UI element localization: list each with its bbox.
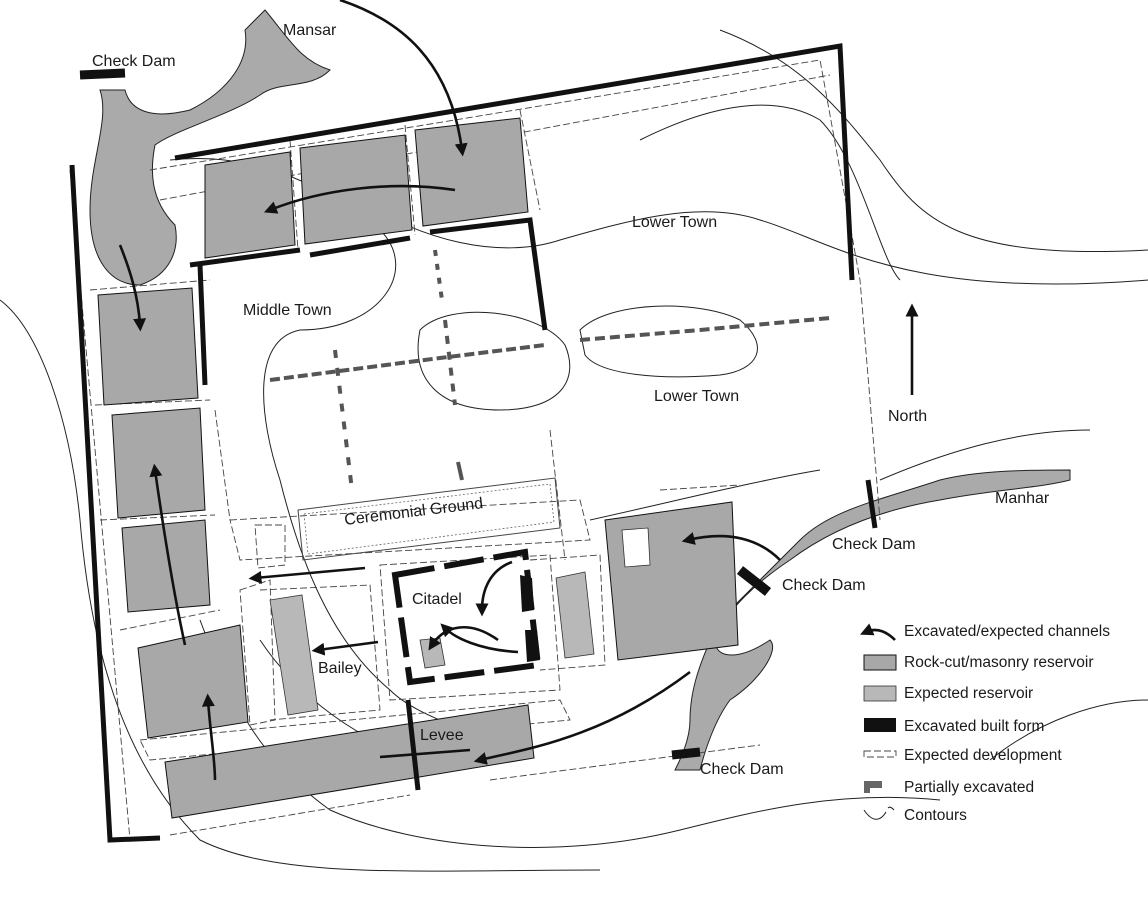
label-ceremonial-ground: Ceremonial Ground	[343, 495, 484, 529]
label-manhar: Manhar	[995, 490, 1050, 507]
contour-line-icon	[863, 806, 895, 820]
reservoir-levee	[164, 704, 535, 819]
reservoir-w-2	[111, 407, 206, 519]
legend-item-channels: Excavated/expected channels	[860, 623, 1110, 641]
label-mansar: Mansar	[283, 22, 337, 39]
manhar-river	[674, 469, 1071, 771]
legend-label: Expected reservoir	[904, 685, 1033, 702]
legend-item-built-form: Excavated built form	[864, 718, 1044, 735]
label-lower-town-top: Lower Town	[632, 214, 717, 231]
reservoirs	[97, 117, 739, 819]
label-middle-town: Middle Town	[243, 302, 332, 319]
reservoir-east-small	[555, 571, 595, 659]
dashed-outline-swatch	[863, 750, 897, 758]
built-form	[69, 43, 878, 843]
label-check-dam-nw: Check Dam	[92, 53, 176, 70]
legend-item-expected-reservoir: Expected reservoir	[863, 685, 1033, 702]
label-check-dam-s: Check Dam	[700, 761, 784, 778]
partial-wall-swatch	[864, 781, 882, 793]
reservoir-w-1	[97, 287, 199, 406]
reservoir-bailey	[269, 594, 319, 716]
legend-label: Excavated built form	[904, 718, 1044, 735]
reservoir-sw	[137, 624, 249, 739]
map-labels: Mansar Check Dam Lower Town Middle Town …	[92, 22, 1050, 778]
arrow-channel-icon	[860, 623, 896, 641]
channels	[118, 0, 919, 781]
label-north: North	[888, 408, 927, 425]
black-wall-swatch	[864, 718, 896, 732]
reservoir-w-3	[121, 519, 211, 613]
legend-label: Expected development	[904, 747, 1062, 764]
label-check-dam-e: Check Dam	[832, 536, 916, 553]
mansar-river	[89, 9, 331, 286]
label-bailey: Bailey	[318, 660, 362, 677]
label-check-dam-se: Check Dam	[782, 577, 866, 594]
expected-development	[69, 59, 881, 841]
legend: Excavated/expected channels Rock-cut/mas…	[860, 623, 1110, 824]
legend-item-contours: Contours	[863, 806, 967, 824]
light-reservoir-swatch	[863, 685, 897, 702]
reservoir-nw-3	[414, 117, 529, 227]
label-lower-town-mid: Lower Town	[654, 388, 739, 405]
lower-town-lobes	[417, 305, 758, 411]
legend-item-expected-development: Expected development	[863, 747, 1062, 764]
legend-item-reservoir: Rock-cut/masonry reservoir	[863, 654, 1094, 671]
reservoir-east	[604, 501, 739, 661]
legend-item-partially-excavated: Partially excavated	[864, 779, 1034, 796]
legend-label: Rock-cut/masonry reservoir	[904, 654, 1094, 671]
legend-label: Contours	[904, 807, 967, 824]
legend-label: Excavated/expected channels	[904, 623, 1110, 640]
legend-label: Partially excavated	[904, 779, 1034, 796]
partially-excavated	[269, 249, 831, 491]
reservoir-nw-1	[204, 151, 296, 259]
label-levee: Levee	[420, 727, 464, 744]
dark-reservoir-swatch	[863, 654, 897, 671]
ceremonial-ground	[297, 477, 561, 561]
label-citadel: Citadel	[412, 591, 462, 608]
